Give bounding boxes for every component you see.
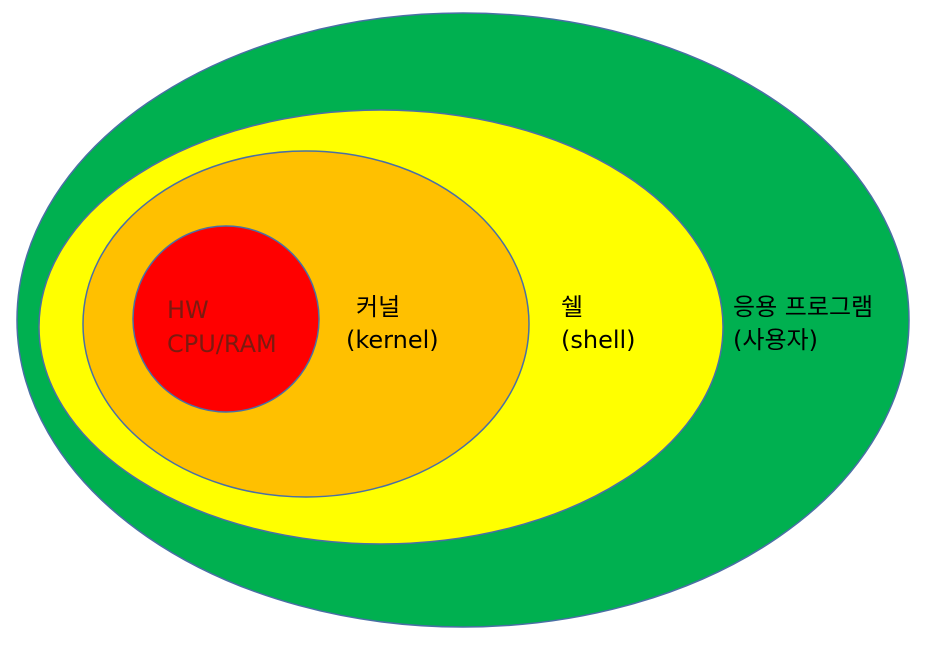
- hardware-core-circle: [132, 225, 320, 413]
- shell-label-line2: (shell): [561, 326, 636, 354]
- hardware-label-line1: HW: [167, 296, 209, 324]
- application-label-line2: (사용자): [733, 326, 818, 354]
- shell-label-line1: 쉘: [561, 293, 583, 321]
- application-label-line1: 응용 프로그램: [733, 293, 873, 321]
- hardware-label-line2: CPU/RAM: [167, 330, 277, 358]
- kernel-label-line2: (kernel): [346, 326, 439, 354]
- kernel-label-line1: 커널: [356, 293, 400, 321]
